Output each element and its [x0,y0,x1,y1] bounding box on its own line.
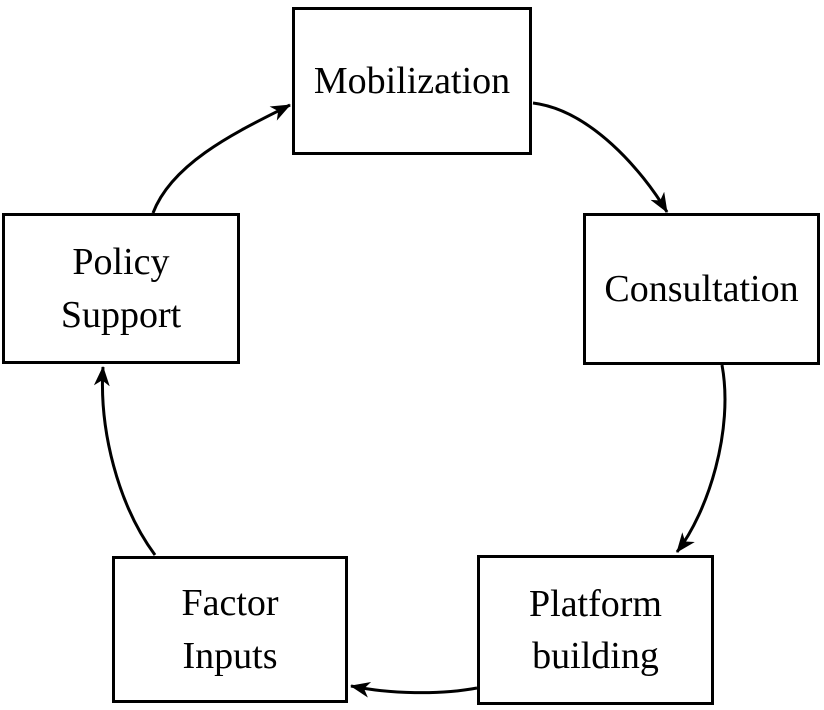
node-factor-inputs-label: Factor Inputs [181,582,279,677]
arrow-factor-inputs-to-policy-support [93,366,157,556]
arrow-platform-building-to-factor-inputs [350,682,478,698]
node-mobilization-label: Mobilization [313,59,511,102]
node-mobilization: Mobilization [292,7,532,155]
node-consultation-label: Consultation [604,267,799,310]
node-platform-building-label: Platform building [529,582,662,677]
node-factor-inputs: Factor Inputs [112,556,348,703]
node-consultation: Consultation [583,213,820,365]
node-policy-support-label: Policy Support [60,241,182,336]
arrow-policy-support-to-mobilization [151,103,291,214]
node-platform-building: Platform building [477,555,714,705]
arrow-mobilization-to-consultation [532,101,669,213]
arrow-consultation-to-platform-building [675,364,727,553]
node-policy-support: Policy Support [2,213,240,364]
